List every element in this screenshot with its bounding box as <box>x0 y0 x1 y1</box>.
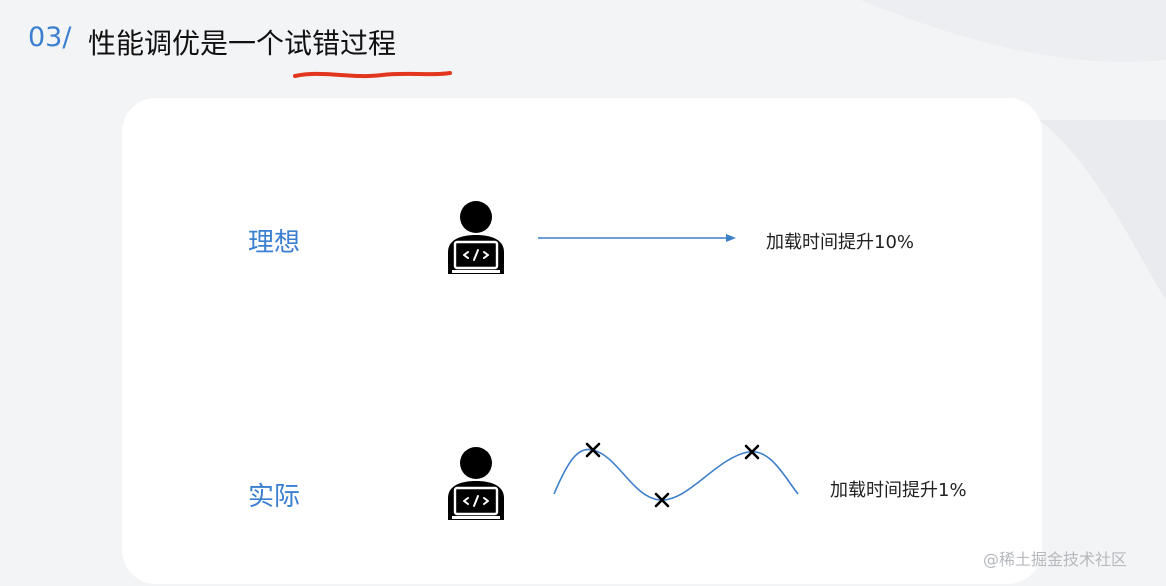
cross-mark-icon <box>744 444 760 460</box>
actual-result: 加载时间提升1% <box>830 480 967 501</box>
ideal-label: 理想 <box>248 228 301 258</box>
content-card <box>122 98 1042 584</box>
developer-laptop-icon <box>448 201 504 274</box>
ideal-result: 加载时间提升10% <box>766 232 915 253</box>
title-underline <box>293 71 452 79</box>
ideal-direct-arrow <box>538 234 736 242</box>
cross-mark-icon <box>654 492 670 508</box>
actual-trial-wave <box>553 442 799 508</box>
developer-laptop-icon <box>448 447 504 520</box>
watermark: @稀土掘金技术社区 <box>983 550 1128 569</box>
slide-number: 03/ <box>28 22 72 53</box>
actual-label: 实际 <box>248 482 301 512</box>
slide-title: 性能调优是一个试错过程 <box>88 27 397 60</box>
cross-mark-icon <box>585 442 601 458</box>
